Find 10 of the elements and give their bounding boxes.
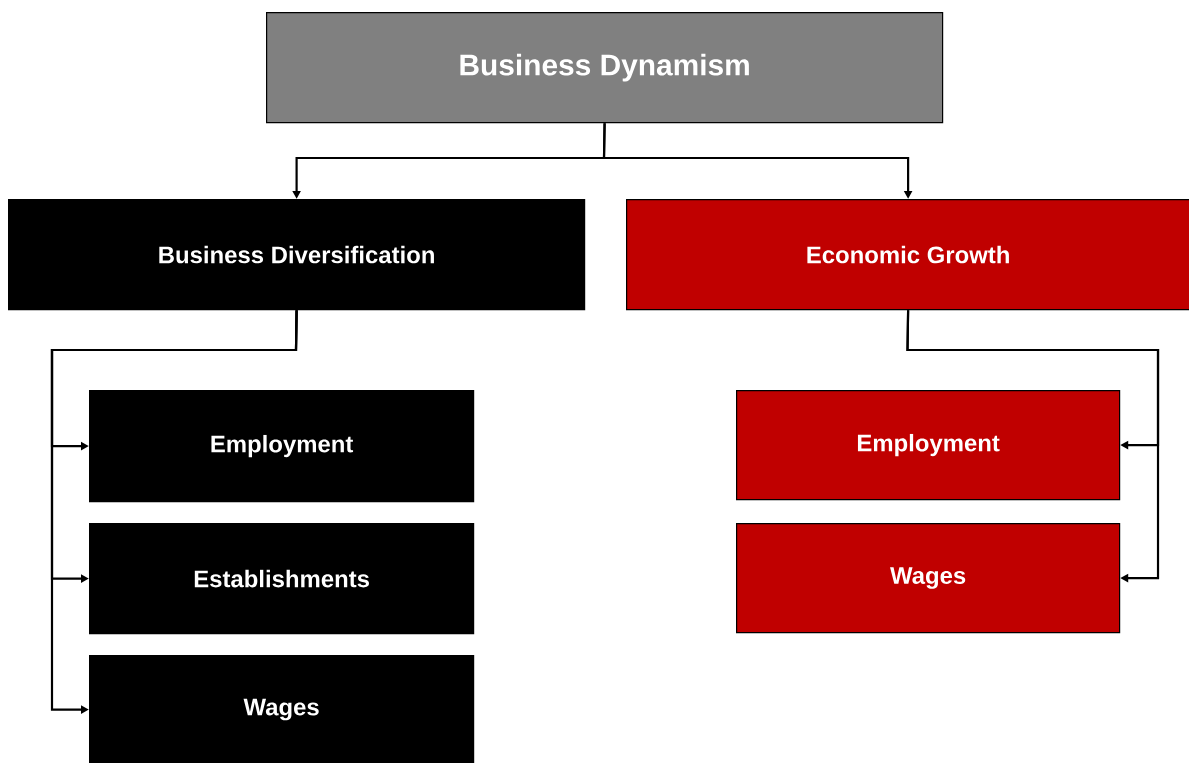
category-box: Employment (736, 390, 1121, 501)
category-box: Business Diversification (8, 199, 586, 311)
category-box: Wages (736, 523, 1121, 634)
arrow (50, 310, 298, 714)
category-box: Wages (89, 655, 475, 763)
category-box: Establishments (89, 523, 475, 635)
heading-box: Business Dynamism (266, 12, 944, 124)
category-box: Employment (89, 390, 475, 503)
category-box: Economic Growth (626, 199, 1189, 311)
arrow (906, 310, 1160, 583)
